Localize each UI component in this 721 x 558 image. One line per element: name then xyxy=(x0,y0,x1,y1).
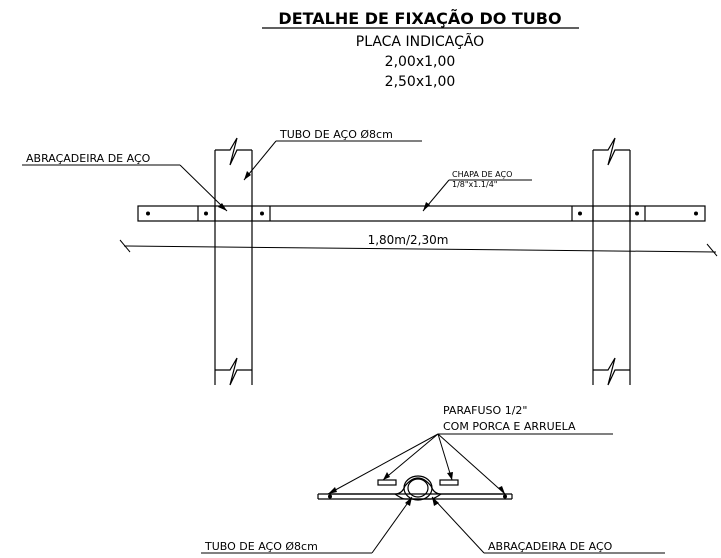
drawing-title: DETALHE DE FIXAÇÃO DO TUBO xyxy=(278,9,561,28)
svg-text:PARAFUSO 1/2": PARAFUSO 1/2" xyxy=(443,404,527,417)
svg-text:CHAPA DE AÇO: CHAPA DE AÇO xyxy=(452,170,512,179)
dimension-line: 1,80m/2,30m xyxy=(119,233,718,257)
tube-label-elevation: TUBO DE AÇO Ø8cm xyxy=(243,128,422,181)
svg-text:TUBO DE AÇO Ø8cm: TUBO DE AÇO Ø8cm xyxy=(204,540,318,553)
plate-label: CHAPA DE AÇO 1/8"x1.1/4" xyxy=(422,170,532,212)
svg-text:TUBO DE AÇO Ø8cm: TUBO DE AÇO Ø8cm xyxy=(279,128,393,141)
right-tube xyxy=(592,137,631,386)
svg-text:1/8"x1.1/4": 1/8"x1.1/4" xyxy=(452,180,497,189)
steel-plate xyxy=(137,205,706,222)
left-tube xyxy=(214,137,253,386)
title-subline-1: PLACA INDICAÇÃO xyxy=(356,33,484,50)
clamp-label-section: ABRAÇADEIRA DE AÇO xyxy=(431,496,665,554)
clamp-section xyxy=(317,475,513,501)
title-subline-3: 2,50x1,00 xyxy=(385,74,456,90)
tube-overlay xyxy=(214,206,631,221)
svg-text:ABRAÇADEIRA DE AÇO: ABRAÇADEIRA DE AÇO xyxy=(26,152,151,165)
svg-text:ABRAÇADEIRA DE AÇO: ABRAÇADEIRA DE AÇO xyxy=(488,540,613,553)
bolt-label-section: PARAFUSO 1/2" COM PORCA E ARRUELA xyxy=(327,404,613,495)
dimension-value: 1,80m/2,30m xyxy=(368,233,449,247)
plate-bolts xyxy=(146,211,698,216)
title-subline-2: 2,00x1,00 xyxy=(385,54,456,70)
tube-label-section: TUBO DE AÇO Ø8cm xyxy=(201,496,413,554)
clamp-label-elevation: ABRAÇADEIRA DE AÇO xyxy=(22,152,228,212)
svg-text:COM PORCA E ARRUELA: COM PORCA E ARRUELA xyxy=(443,420,576,433)
